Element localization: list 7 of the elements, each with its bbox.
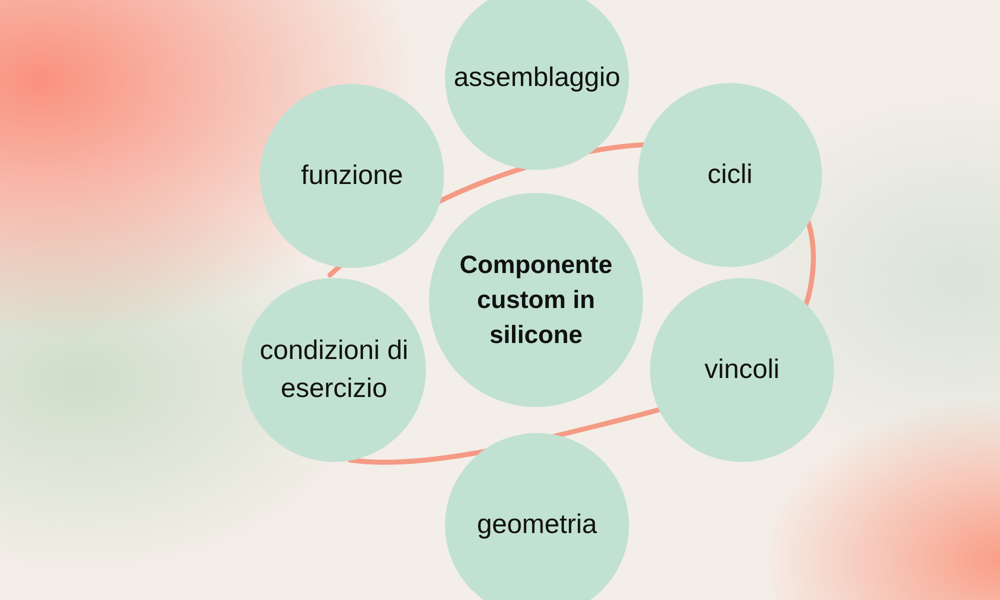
center-label: Componente custom in silicone — [458, 250, 614, 350]
topic-label: geometria — [476, 508, 598, 542]
topic-label: funzione — [300, 159, 404, 192]
topic-label: condizioni di esercizio — [258, 334, 410, 405]
topic-label: cicli — [708, 158, 752, 192]
topic-label: vincoli — [704, 353, 780, 386]
topic-label: assemblaggio — [454, 61, 620, 94]
